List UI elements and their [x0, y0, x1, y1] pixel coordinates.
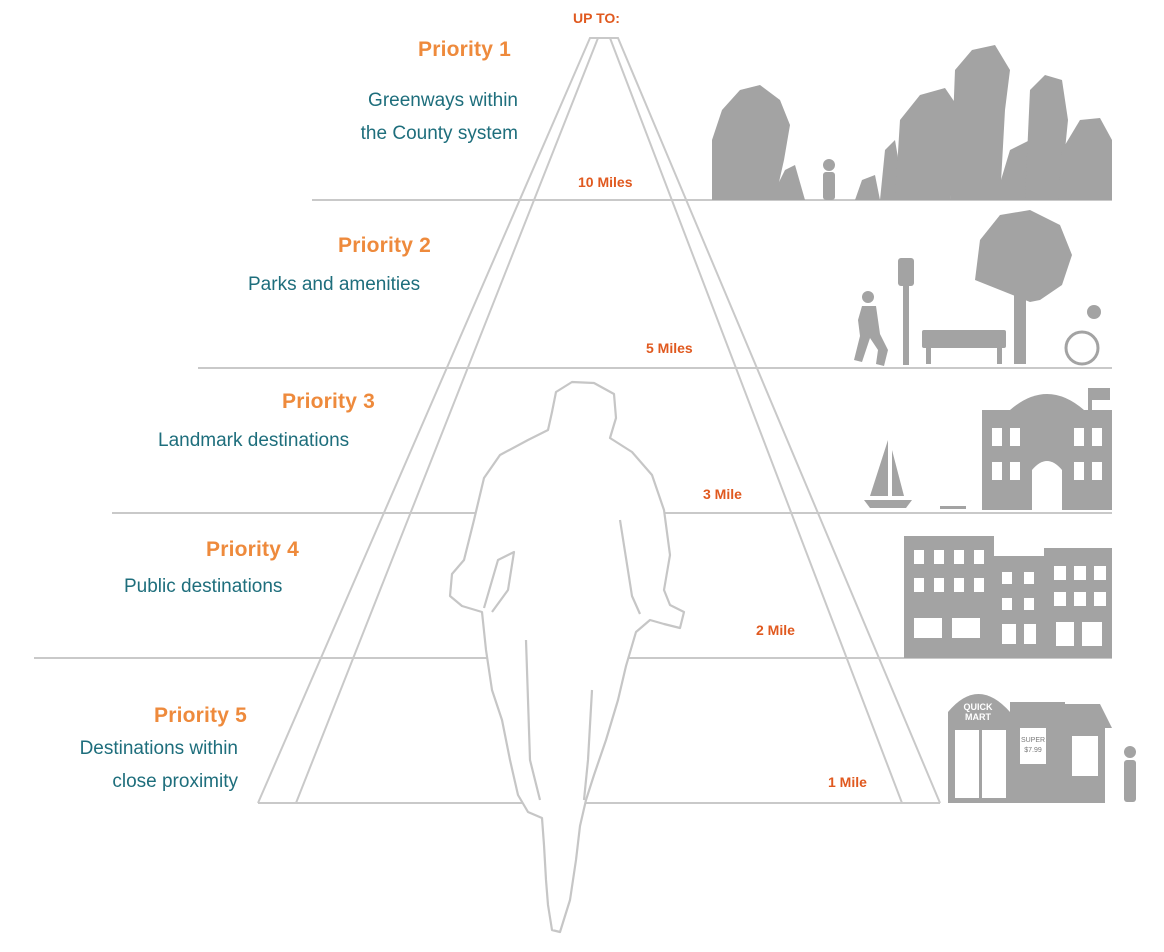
park-illustration	[854, 210, 1101, 366]
pyramid-inner	[295, 37, 903, 804]
tree-icon	[995, 140, 1035, 200]
priority-4-distance: 2 Mile	[756, 622, 795, 638]
runner-body	[854, 306, 888, 366]
sailboat-icon	[870, 440, 888, 496]
priority-2-title: Priority 2	[338, 234, 432, 257]
priority-4-description: Public destinations	[124, 576, 283, 597]
priority-2-distance: 5 Miles	[646, 340, 693, 356]
water-line	[940, 506, 966, 509]
tree-icon	[770, 165, 805, 200]
cyclist-right-leg	[582, 689, 594, 801]
priority-1-line-2: the County system	[360, 123, 518, 144]
runner-icon	[862, 291, 874, 303]
priority-1-title: Priority 1	[418, 38, 512, 61]
forest-illustration	[712, 45, 1112, 200]
priority-1-distance: 10 Miles	[578, 174, 633, 190]
tree-icon	[895, 88, 960, 200]
store-door	[955, 730, 979, 798]
tree-trunk	[1014, 290, 1026, 364]
priority-5-line-1: Destinations within	[79, 738, 238, 759]
flagpole	[1088, 388, 1092, 412]
cyclist-left-arm	[482, 550, 516, 613]
sailboat-hull	[864, 500, 912, 508]
priority-4-title: Priority 4	[206, 538, 300, 561]
building-dome	[1010, 394, 1084, 410]
store-sign-line2: MART	[965, 712, 991, 722]
building-icon	[994, 556, 1044, 658]
tree-icon	[950, 45, 1010, 200]
priority-5-line-2: close proximity	[112, 771, 238, 792]
priority-2-description: Parks and amenities	[248, 274, 421, 295]
lamp-head	[898, 258, 914, 286]
store-sign-line1: QUICK	[964, 702, 994, 712]
customer-icon	[1124, 746, 1136, 758]
cyclist-right-arm	[618, 519, 642, 615]
priority-3-distance: 3 Mile	[703, 486, 742, 502]
wheelchair-user	[1087, 305, 1101, 319]
priority-5-description: Destinations within close proximity	[20, 732, 238, 798]
sailboat-sail	[892, 450, 904, 496]
poster-line2: $7.99	[1024, 747, 1042, 754]
poster-line1: SUPER	[1021, 737, 1045, 744]
cyclist-body	[448, 380, 686, 934]
hiker-icon	[823, 159, 835, 171]
bench-leg	[926, 348, 931, 364]
up-to-label: UP TO:	[573, 10, 620, 26]
priority-3-description: Landmark destinations	[158, 430, 350, 451]
bench-icon	[922, 330, 1006, 348]
quick-mart-illustration: QUICK MART SUPER $7.99	[948, 694, 1136, 803]
priority-1-line-1: Greenways within	[368, 90, 518, 111]
cyclist-outline	[448, 380, 686, 934]
awning-icon	[1065, 704, 1112, 728]
pyramid-outer	[257, 37, 941, 804]
priority-5-title: Priority 5	[154, 704, 248, 727]
priority-3-title: Priority 3	[282, 390, 376, 413]
cyclist-left-leg	[524, 639, 542, 801]
store-window	[1072, 736, 1098, 776]
tree-icon	[712, 85, 790, 200]
tree-icon	[855, 175, 880, 200]
building-windows	[992, 428, 1102, 510]
downtown-illustration	[904, 536, 1112, 658]
tree-icon	[975, 210, 1072, 302]
priority-5-distance: 1 Mile	[828, 774, 867, 790]
downtown-windows	[914, 550, 1106, 646]
priority-1-description: Greenways within the County system	[290, 84, 518, 150]
landmark-illustration	[864, 388, 1112, 510]
wheelchair-icon	[1064, 330, 1100, 366]
store-poster	[1020, 728, 1046, 764]
lamppost-icon	[903, 285, 909, 365]
store-door	[982, 730, 1006, 798]
customer-body	[1124, 760, 1136, 802]
pyramid-outline	[257, 37, 941, 804]
tree-icon	[1025, 75, 1068, 200]
flag	[1092, 388, 1110, 400]
bench-leg	[997, 348, 1002, 364]
tree-icon	[1058, 118, 1112, 200]
hiker-body	[823, 172, 835, 200]
